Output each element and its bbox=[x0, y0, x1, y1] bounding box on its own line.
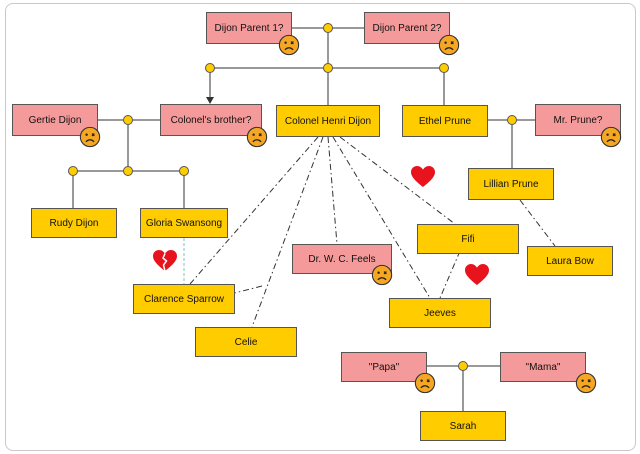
junction-dot bbox=[458, 361, 468, 371]
affair-link bbox=[439, 250, 461, 299]
junction-dot bbox=[123, 115, 133, 125]
node-gloria-swansong[interactable]: Gloria Swansong bbox=[140, 208, 228, 238]
affair-link bbox=[332, 136, 431, 299]
heart-icon bbox=[411, 166, 435, 187]
sad-face-icon bbox=[371, 264, 393, 286]
sad-face-icon bbox=[438, 34, 460, 56]
affair-link bbox=[339, 136, 456, 225]
sad-face-icon bbox=[575, 372, 597, 394]
junction-dot bbox=[323, 63, 333, 73]
affair-link bbox=[251, 136, 324, 328]
affair-link bbox=[327, 136, 338, 245]
affair-link bbox=[189, 136, 319, 285]
junction-dot bbox=[439, 63, 449, 73]
node-ethel-prune[interactable]: Ethel Prune bbox=[402, 105, 488, 137]
junction-dot bbox=[323, 23, 333, 33]
heart-icon bbox=[465, 264, 489, 285]
junction-dot bbox=[123, 166, 133, 176]
junction-dot bbox=[205, 63, 215, 73]
node-lillian-prune[interactable]: Lillian Prune bbox=[468, 168, 554, 200]
node-laura-bow[interactable]: Laura Bow bbox=[527, 246, 613, 276]
sad-face-icon bbox=[246, 126, 268, 148]
sad-face-icon bbox=[600, 126, 622, 148]
node-jeeves[interactable]: Jeeves bbox=[389, 298, 491, 328]
junction-dot bbox=[68, 166, 78, 176]
affair-link bbox=[519, 199, 556, 247]
sad-face-icon bbox=[79, 126, 101, 148]
node-colonel-henri-dijon[interactable]: Colonel Henri Dijon bbox=[276, 105, 380, 137]
arrow-head bbox=[206, 97, 214, 104]
node-clarence-sparrow[interactable]: Clarence Sparrow bbox=[133, 284, 235, 314]
node-fifi[interactable]: Fifi bbox=[417, 224, 519, 254]
node-rudy-dijon[interactable]: Rudy Dijon bbox=[31, 208, 117, 238]
node-dijon-parent-2[interactable]: Dijon Parent 2? bbox=[364, 12, 450, 44]
broken-heart-icon bbox=[153, 250, 177, 272]
node-celie[interactable]: Celie bbox=[195, 327, 297, 357]
junction-dot bbox=[507, 115, 517, 125]
node-colonels-brother[interactable]: Colonel's brother? bbox=[160, 104, 262, 136]
node-sarah[interactable]: Sarah bbox=[420, 411, 506, 441]
node-dijon-parent-1[interactable]: Dijon Parent 1? bbox=[206, 12, 292, 44]
junction-dot bbox=[179, 166, 189, 176]
sad-face-icon bbox=[414, 372, 436, 394]
node-papa[interactable]: "Papa" bbox=[341, 352, 427, 382]
node-dr-feels[interactable]: Dr. W. C. Feels bbox=[292, 244, 392, 274]
sad-face-icon bbox=[278, 34, 300, 56]
node-mama[interactable]: "Mama" bbox=[500, 352, 586, 382]
